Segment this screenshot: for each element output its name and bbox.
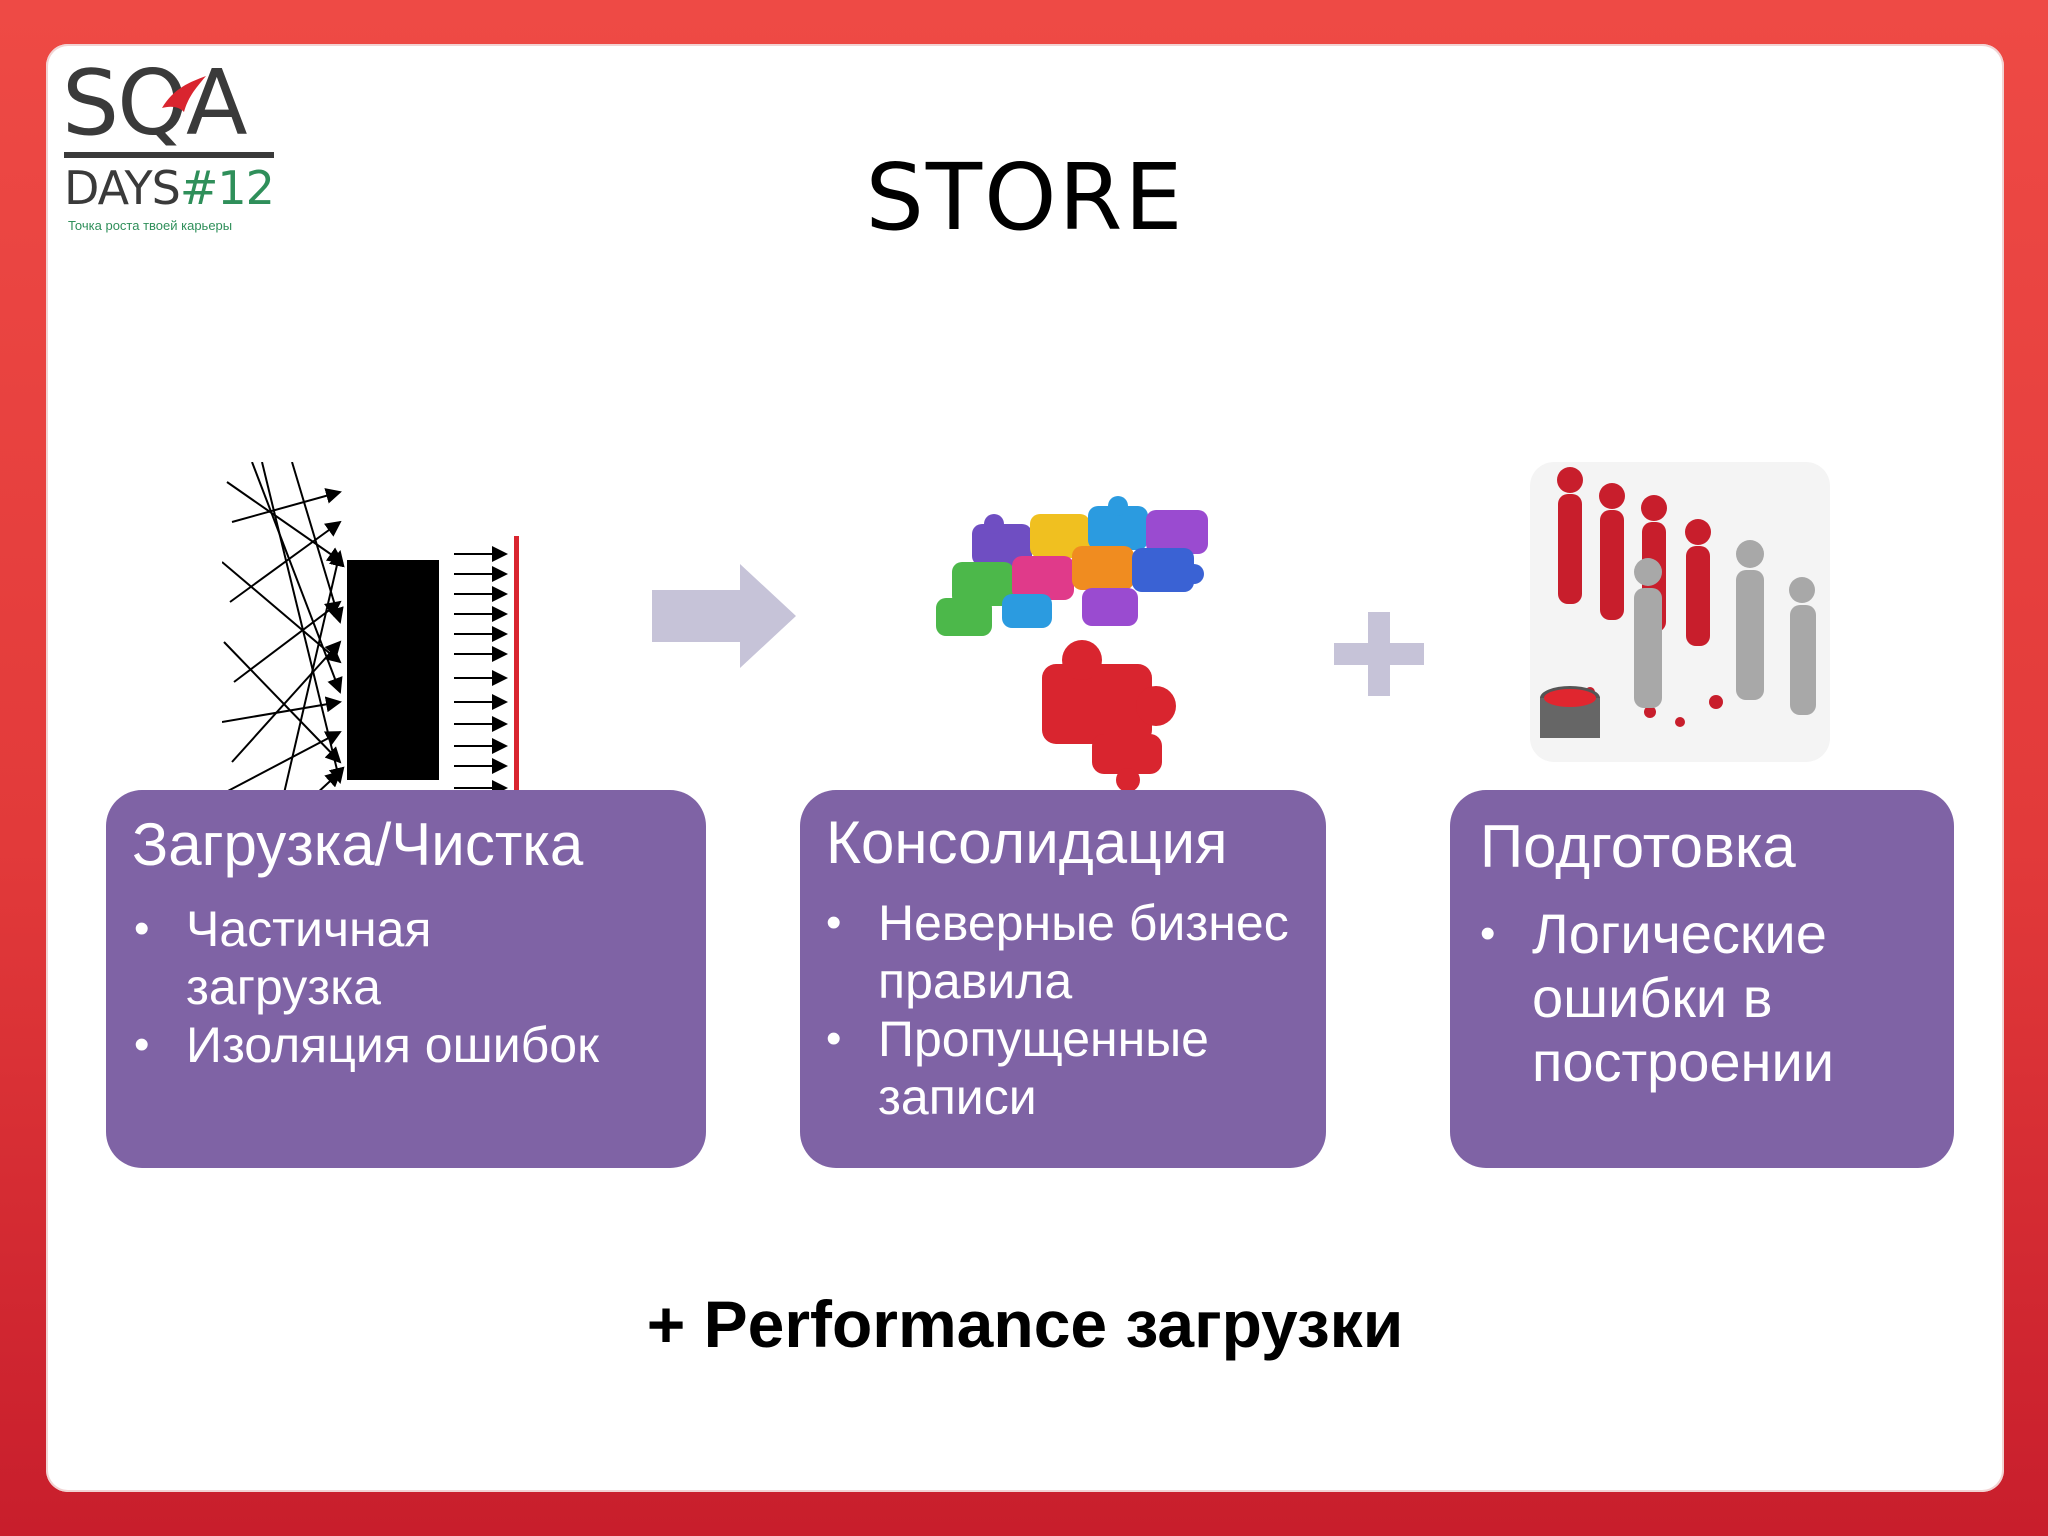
- sqa-days-logo: SQA DAYS#12 Точка роста твоей карьеры: [62, 54, 292, 254]
- logo-sqa-text: SQA: [62, 51, 248, 156]
- people-paint-icon: [1530, 462, 1830, 762]
- logo-days-text: DAYS#12: [64, 160, 275, 216]
- right-arrow-icon: [652, 564, 796, 668]
- logo-tagline: Точка роста твоей карьеры: [68, 218, 233, 233]
- step-heading: Загрузка/Чистка: [132, 811, 584, 878]
- puzzle-icon: [936, 496, 1208, 792]
- step-box-preparation: Подготовка Логические ошибки в построени…: [1450, 790, 1954, 1168]
- bullet-item: Частичная загрузка: [134, 900, 516, 1016]
- slide: SQA DAYS#12 Точка роста твоей карьеры ST…: [46, 44, 2004, 1492]
- logo-number: #12: [179, 161, 275, 215]
- logo-divider: [64, 152, 274, 158]
- step-heading: Консолидация: [826, 809, 1228, 876]
- logo-days: DAYS: [64, 161, 181, 215]
- step-heading: Подготовка: [1480, 813, 1796, 880]
- bird-icon: [162, 76, 206, 112]
- step-bullets: Логические ошибки в построении: [1480, 902, 1940, 1094]
- bullet-item: Неверные бизнес правила: [826, 894, 1308, 1010]
- bullet-item: Логические ошибки в построении: [1480, 902, 1892, 1094]
- step-bullets: Частичная загрузка Изоляция ошибок: [134, 900, 694, 1074]
- bullet-item: Пропущенные записи: [826, 1010, 1278, 1126]
- bullet-item: Изоляция ошибок: [134, 1016, 694, 1074]
- step-bullets: Неверные бизнес правила Пропущенные запи…: [826, 894, 1316, 1126]
- step-box-load-clean: Загрузка/Чистка Частичная загрузка Изоля…: [106, 790, 706, 1168]
- slide-title: STORE: [865, 144, 1185, 251]
- plus-icon: [1334, 612, 1424, 696]
- footer-note: + Performance загрузки: [646, 1287, 1404, 1361]
- filter-funnel-icon: [222, 462, 519, 808]
- step-box-consolidation: Консолидация Неверные бизнес правила Про…: [800, 790, 1326, 1168]
